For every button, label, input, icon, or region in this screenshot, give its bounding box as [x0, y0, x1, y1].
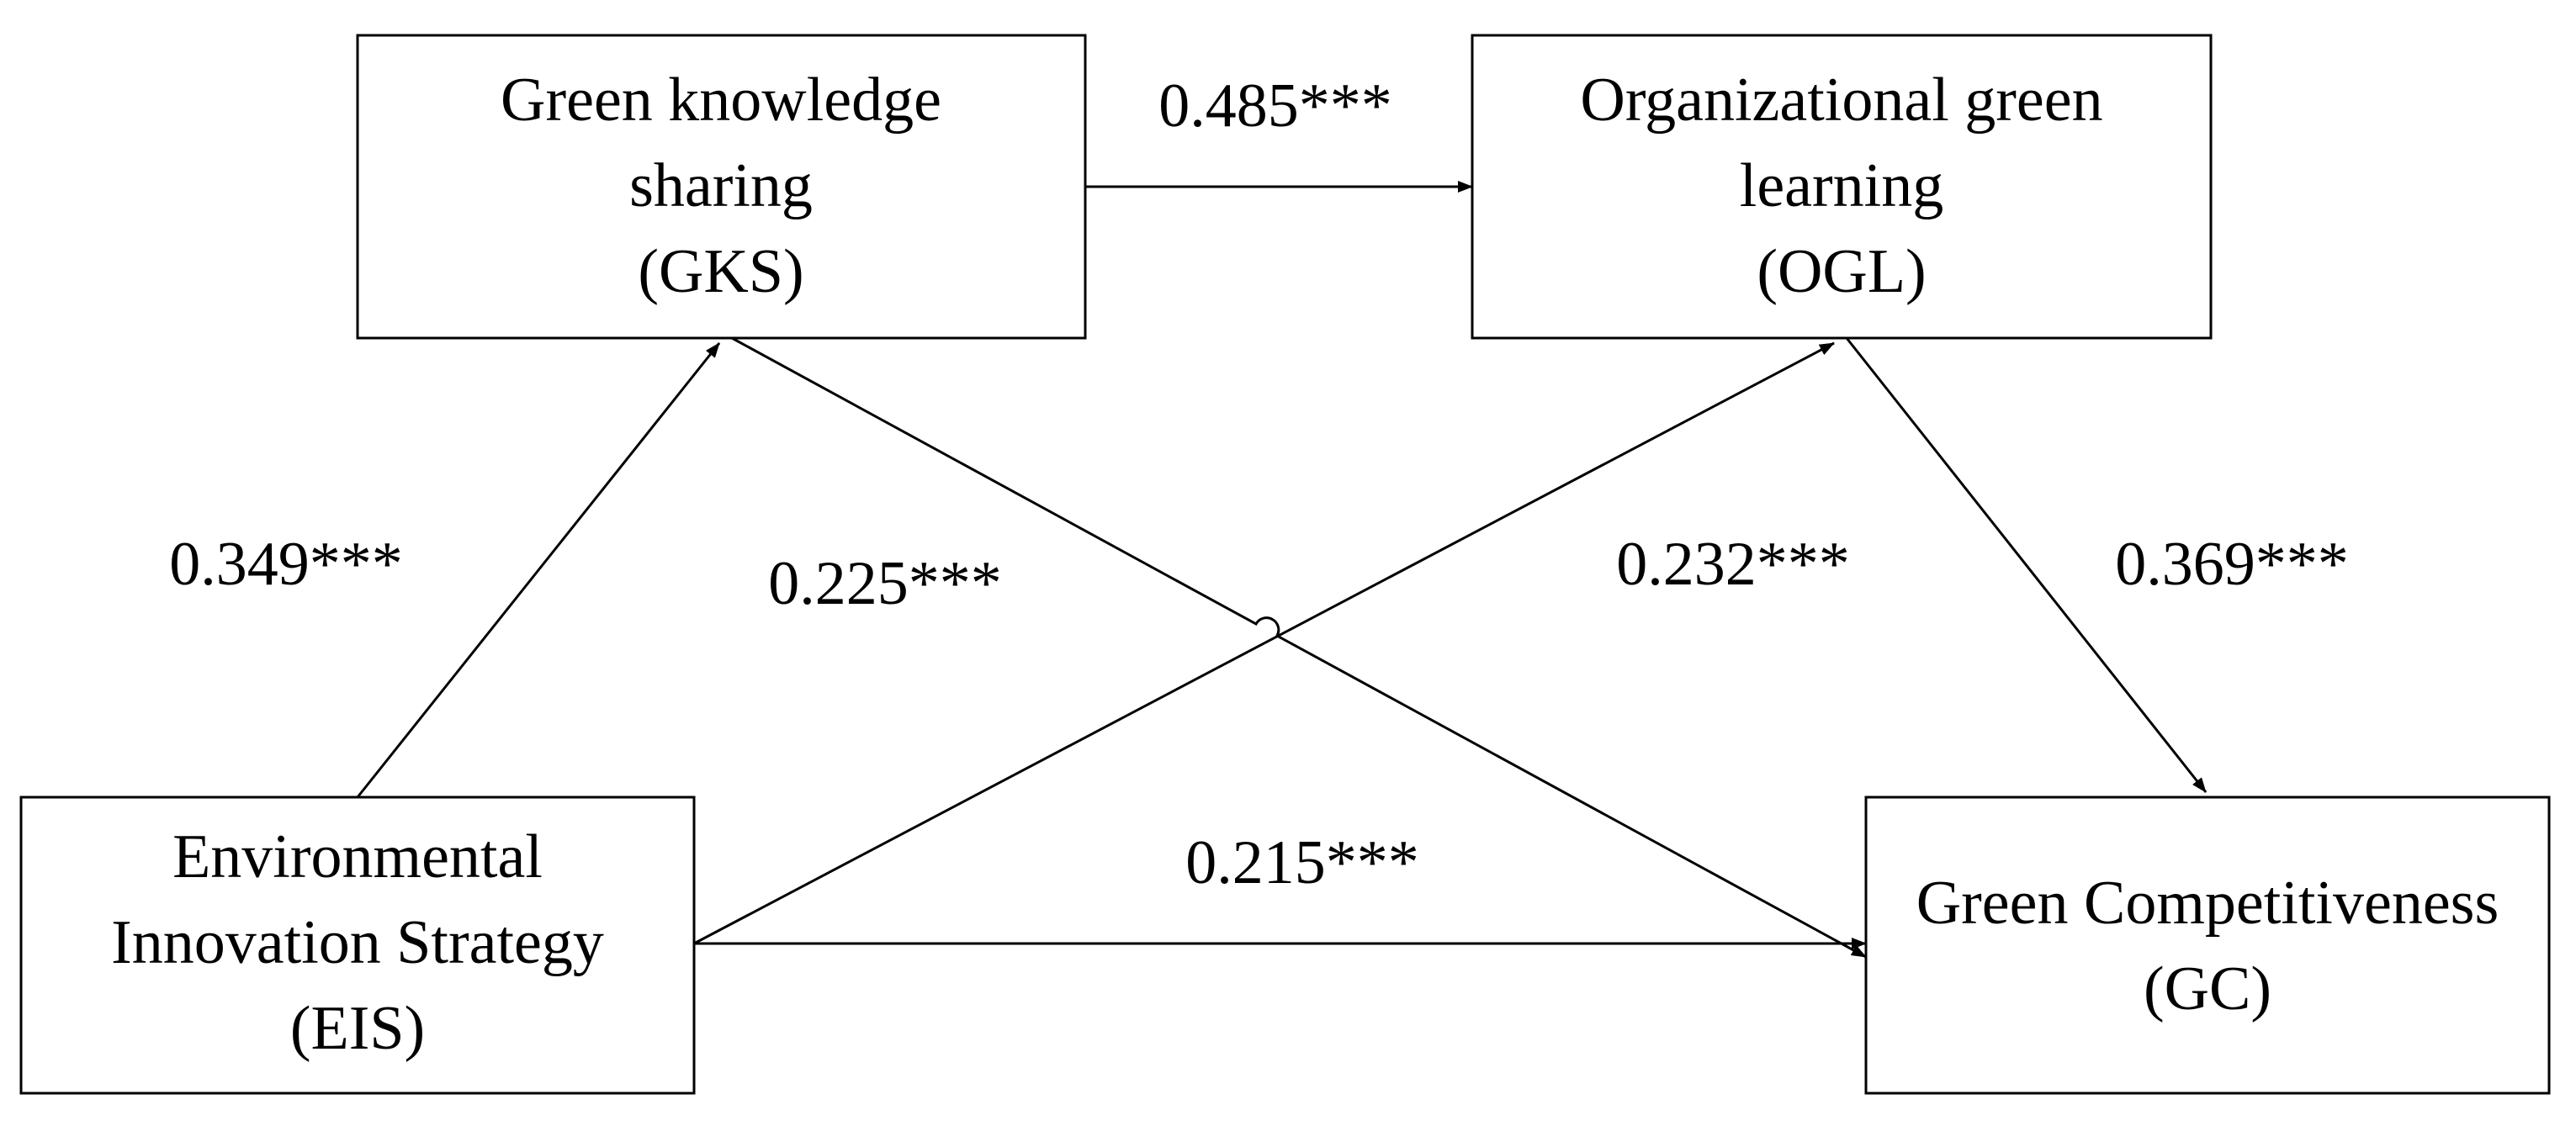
- node-gks: Green knowledge sharing (GKS): [356, 34, 1087, 340]
- coef-gks-to-gc: 0.225***: [768, 549, 1002, 618]
- node-ogl-line1: Organizational green: [1580, 66, 2102, 135]
- node-eis: Environmental Innovation Strategy (EIS): [19, 796, 696, 1095]
- node-ogl-line2: learning: [1740, 151, 1943, 220]
- coef-eis-to-gc: 0.215***: [1185, 828, 1419, 897]
- node-gks-line2: sharing: [629, 151, 813, 220]
- node-ogl: Organizational green learning (OGL): [1471, 34, 2213, 340]
- node-eis-line1: Environmental: [172, 822, 543, 891]
- node-gc: Green Competitiveness (GC): [1864, 796, 2551, 1095]
- coef-eis-to-ogl: 0.232***: [1616, 530, 1850, 599]
- arrow-eis-to-gks: [356, 342, 721, 798]
- node-gks-line3: (GKS): [638, 237, 803, 306]
- arrow-ogl-to-gc: [1845, 337, 2208, 793]
- node-gc-line2: (GC): [2144, 954, 2271, 1023]
- node-gks-box: [356, 34, 1087, 340]
- node-gc-line1: Green Competitiveness: [1916, 869, 2499, 938]
- node-ogl-line3: (OGL): [1757, 237, 1926, 306]
- arrow-gks-to-gc: [731, 336, 1867, 959]
- node-ogl-box: [1471, 34, 2213, 340]
- node-eis-box: [19, 796, 696, 1095]
- coef-eis-to-gks: 0.349***: [169, 530, 403, 599]
- arrow-eis-to-ogl: [693, 341, 1835, 945]
- node-gks-line1: Green knowledge: [501, 66, 941, 135]
- node-eis-line2: Innovation Strategy: [111, 908, 604, 977]
- node-gc-box: [1864, 796, 2551, 1095]
- node-eis-line3: (EIS): [290, 994, 425, 1063]
- coef-ogl-to-gc: 0.369***: [2115, 530, 2349, 599]
- coef-gks-to-ogl: 0.485***: [1158, 71, 1392, 140]
